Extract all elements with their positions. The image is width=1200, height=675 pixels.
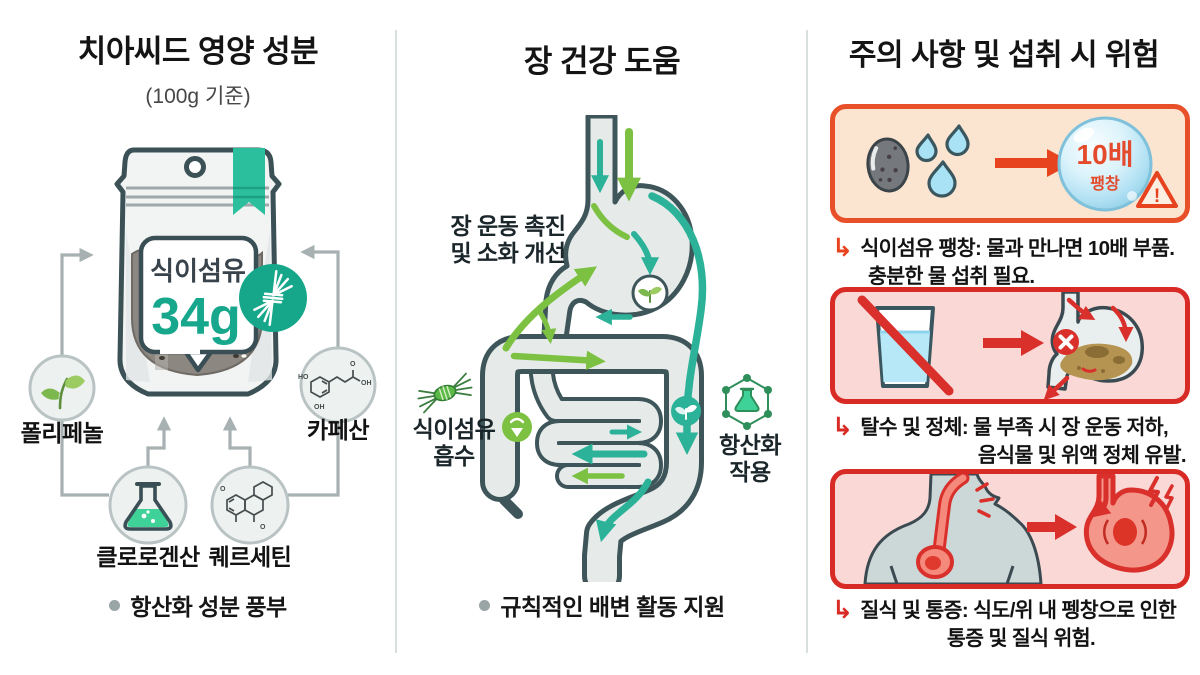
gut-health-illustration	[417, 110, 772, 582]
nutrient-circle-chlorogenic	[108, 465, 188, 545]
antioxidant-molecule-icon	[722, 374, 772, 430]
svg-text:O: O	[260, 524, 266, 531]
warning-triangle-icon: !	[1136, 171, 1178, 208]
nutrient-label-quercetin: 퀘르세틴	[208, 544, 292, 570]
caffeic-acid-molecule-icon: HO OH O OH	[298, 361, 372, 411]
hook-arrow-icon: ↳	[832, 413, 853, 441]
warning-caption-choking: ↳ 질식 및 통증: 식도/위 내 펭창으로 인한 통증 및 질식 위험.	[832, 596, 1177, 650]
left-panel-subtitle: (100g 기준)	[145, 85, 251, 108]
arrow-right-icon	[995, 149, 1073, 177]
arrow-right-icon	[983, 330, 1044, 356]
svg-text:!: !	[1154, 186, 1160, 207]
divider-right	[806, 30, 808, 653]
leaf-sprout-icon	[41, 375, 85, 410]
flow-arrows	[502, 128, 707, 543]
fiber-value: 34g	[151, 288, 241, 346]
bag-hole	[184, 156, 206, 178]
fiber-bundle-icon	[417, 372, 473, 414]
nutrient-circle-polyphenol	[28, 354, 96, 422]
motility-label: 장 운동 촉진 및 소화 개선	[450, 213, 566, 266]
bubble-label: 팽창	[1090, 174, 1120, 193]
connector-lines	[60, 244, 340, 497]
nutrition-bag-illustration: 식이섬유 34g	[28, 147, 377, 545]
middle-panel-footnote: 규칙적인 배변 활동 지원	[398, 588, 806, 622]
expansion-illustration: 10배 팽창 !	[866, 116, 1178, 212]
hook-arrow-icon: ↳	[832, 234, 853, 262]
expansion-bubble: 10배 팽창	[1057, 116, 1153, 212]
middle-panel-title: 장 건강 도움	[523, 44, 681, 79]
svg-text:O: O	[220, 486, 226, 493]
choking-illustration	[863, 474, 1175, 584]
divider-left	[395, 30, 397, 653]
flask-icon	[123, 482, 173, 531]
right-panel-title: 주의 사항 및 섭취 시 위험	[848, 39, 1160, 72]
bullet-dot-icon	[109, 599, 121, 611]
left-panel-footnote: 항산화 성분 풍부	[0, 588, 396, 622]
small-intestine	[528, 337, 663, 489]
bubble-value: 10배	[1077, 139, 1134, 170]
no-water-glass-icon	[857, 295, 954, 396]
nutrient-label-chlorogenic: 클로로겐산	[96, 544, 200, 570]
fiber-icon	[239, 264, 307, 332]
warning-box-choking	[830, 469, 1190, 589]
svg-text:OH: OH	[314, 404, 325, 411]
blocked-circle-icon	[1053, 329, 1079, 355]
fiber-label: 식이섬유	[150, 256, 246, 286]
warning-caption-dehydration: ↳ 탈수 및 정체: 물 부족 시 장 운동 저하, 음식물 및 위액 정체 유…	[832, 413, 1187, 467]
bullet-dot-icon	[479, 599, 491, 611]
warning-box-dehydration	[830, 287, 1190, 404]
nutrient-label-caffeic: 카페산	[307, 417, 369, 443]
hook-arrow-icon: ↳	[832, 596, 853, 624]
nutrient-circle-caffeic: HO OH O OH	[298, 346, 377, 424]
chia-seed-icon	[866, 137, 910, 193]
antioxidant-badge	[671, 396, 701, 426]
ribbon-icon	[233, 148, 265, 215]
painful-stomach-icon	[1083, 474, 1175, 573]
arrow-right-icon	[1027, 514, 1077, 540]
antioxidant-label: 항산화 작용	[719, 432, 781, 485]
nutrient-circle-quercetin: O O	[210, 465, 290, 545]
fiber-absorption-badge	[502, 412, 532, 442]
fiber-absorption-label: 식이섬유 흡수	[412, 416, 496, 469]
left-panel-title: 치아씨드 영양 성분	[77, 34, 319, 69]
dehydration-illustration	[857, 292, 1144, 399]
fiber-callout-bubble: 식이섬유 34g	[138, 235, 259, 373]
nutrient-label-polyphenol: 폴리페놀	[20, 420, 104, 446]
svg-text:HO: HO	[298, 374, 309, 381]
chia-seed-bag: 식이섬유 34g	[114, 147, 307, 397]
stalled-stomach-icon	[1043, 292, 1144, 399]
quercetin-molecule-icon: O O	[220, 481, 273, 531]
svg-text:O: O	[350, 361, 356, 368]
stomach-leaf-badge	[631, 274, 669, 312]
choking-person-icon	[863, 474, 1043, 584]
water-drops-icon	[915, 124, 970, 198]
warning-caption-expansion: ↳ 식이섬유 팽창: 물과 만나면 10배 부품. 충분한 물 섭취 필요.	[832, 234, 1175, 288]
warning-box-expansion: 10배 팽창 !	[830, 104, 1190, 223]
svg-text:OH: OH	[361, 380, 372, 387]
